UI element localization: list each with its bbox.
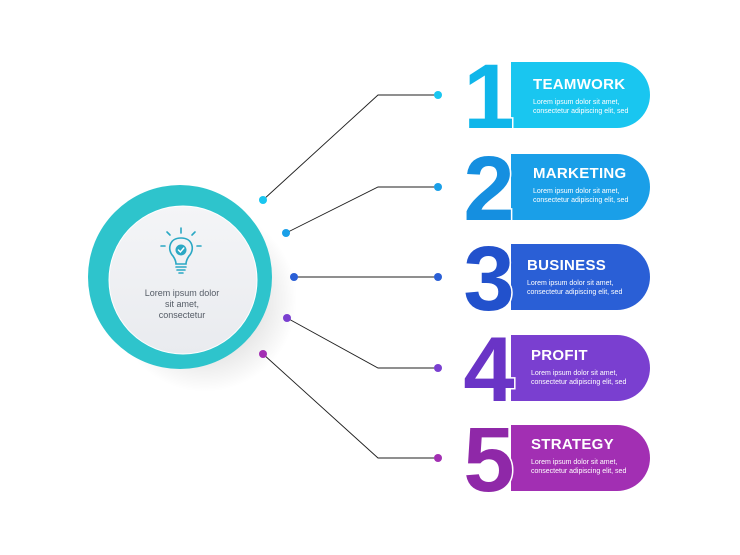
card-description: Lorem ipsum dolor sit amet,consectetur a… xyxy=(531,370,627,386)
card-gap xyxy=(501,60,511,130)
card-pill xyxy=(505,244,650,310)
card-number: 3 xyxy=(463,228,514,330)
item-card-5: 5 xyxy=(462,408,650,513)
connector-start-dot xyxy=(259,350,267,358)
connector-line xyxy=(285,186,438,234)
item-card-2: 2 xyxy=(462,137,650,242)
hub-text-line: sit amet, xyxy=(164,299,199,309)
connector-start-dot xyxy=(259,196,267,204)
hub-text-line: Lorem ipsum dolor xyxy=(144,288,220,298)
connector-line xyxy=(286,317,438,369)
card-number: 5 xyxy=(463,409,514,511)
card-number: 1 xyxy=(463,46,514,148)
card-text-1: TEAMWORK Lorem ipsum dolor sit amet,cons… xyxy=(533,77,628,116)
connector-start-dot xyxy=(283,314,291,322)
card-pill xyxy=(505,154,650,220)
card-title: PROFIT xyxy=(531,347,588,364)
card-title: BUSINESS xyxy=(527,257,607,274)
card-gap xyxy=(501,333,511,403)
card-gap xyxy=(501,152,511,222)
connector-start-dot xyxy=(282,229,290,237)
hub-circle xyxy=(88,185,297,392)
connector-line xyxy=(262,353,438,459)
card-text-5: STRATEGY Lorem ipsum dolor sit amet,cons… xyxy=(531,437,626,476)
hub-text: Lorem ipsum dolor sit amet, consectetur xyxy=(128,288,236,321)
connector-lines xyxy=(259,91,442,462)
connector-end-dot xyxy=(434,91,442,99)
card-text-3: BUSINESS Lorem ipsum dolor sit amet,cons… xyxy=(527,258,622,297)
card-number: 2 xyxy=(463,138,514,240)
card-text-2: MARKETING Lorem ipsum dolor sit amet,con… xyxy=(533,166,628,205)
connector-start-dot xyxy=(290,273,298,281)
card-gap xyxy=(501,242,511,312)
card-pill xyxy=(505,335,650,401)
connector-line xyxy=(262,94,438,201)
card-description: Lorem ipsum dolor sit amet,consectetur a… xyxy=(533,188,629,204)
card-text-4: PROFIT Lorem ipsum dolor sit amet,consec… xyxy=(531,348,626,387)
hub-text-line: consectetur xyxy=(158,310,206,320)
card-title: STRATEGY xyxy=(531,436,614,453)
connector-end-dot xyxy=(434,454,442,462)
card-title: MARKETING xyxy=(533,165,627,182)
hub-inner-disc xyxy=(108,205,258,355)
lightbulb-check-icon xyxy=(160,227,202,274)
connector-end-dot xyxy=(434,183,442,191)
card-title: TEAMWORK xyxy=(533,76,626,93)
card-gap xyxy=(501,423,511,493)
card-pill xyxy=(505,425,650,491)
connector-end-dot xyxy=(434,273,442,281)
card-description: Lorem ipsum dolor sit amet,consectetur a… xyxy=(531,459,627,475)
item-card-3: 3 xyxy=(462,227,650,332)
card-pill xyxy=(505,62,650,128)
connector-end-dot xyxy=(434,364,442,372)
card-description: Lorem ipsum dolor sit amet,consectetur a… xyxy=(527,280,623,296)
card-description: Lorem ipsum dolor sit amet,consectetur a… xyxy=(533,99,629,115)
card-number: 4 xyxy=(463,319,514,421)
item-card-4: 4 xyxy=(462,318,650,423)
item-card-1: 1 xyxy=(462,45,650,150)
